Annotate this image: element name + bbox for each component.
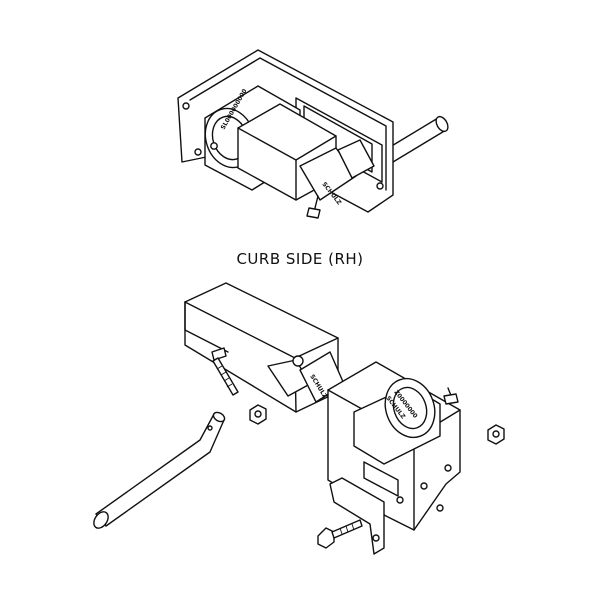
hex-nut-left — [249, 404, 267, 425]
clip-plate — [329, 477, 385, 555]
hex-bolt-vertical — [211, 347, 239, 396]
view-caption: CURB SIDE (RH) — [236, 250, 364, 268]
grease-fitting — [443, 387, 459, 405]
hex-nut-right — [487, 424, 505, 445]
exploded-view: SCHULZ SCHULZ Z0000 — [93, 282, 505, 555]
receiver-bracket: SCHULZ Z0000000 — [327, 361, 461, 531]
hex-bolt-horizontal — [317, 519, 363, 549]
assembled-pivot-rod — [384, 115, 449, 163]
assembled-view: SL000000000 SCHULZ — [177, 49, 449, 219]
assembled-grease-fitting — [306, 195, 321, 219]
assembled-latch-jaw: SCHULZ — [299, 139, 375, 207]
pivot-rod — [93, 411, 226, 529]
